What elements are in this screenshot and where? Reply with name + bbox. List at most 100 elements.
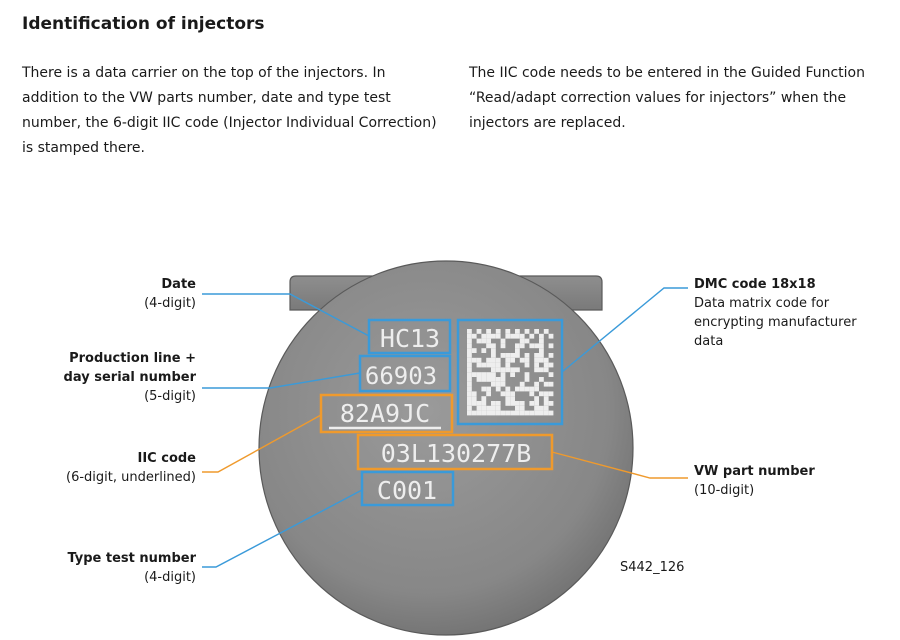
- data-matrix-module: [467, 377, 472, 382]
- data-matrix-module: [519, 338, 525, 344]
- data-matrix-module: [486, 372, 491, 377]
- data-matrix-module: [534, 343, 539, 349]
- data-matrix-module: [495, 329, 501, 334]
- data-matrix-module: [519, 333, 525, 339]
- data-matrix-module: [524, 410, 530, 416]
- data-matrix-module: [467, 343, 472, 349]
- data-matrix-module: [529, 386, 535, 392]
- data-matrix-module: [510, 372, 515, 377]
- data-matrix-module: [500, 367, 506, 373]
- intro-paragraph-left: There is a data carrier on the top of th…: [22, 65, 437, 156]
- data-matrix-module: [539, 391, 544, 397]
- data-matrix-module: [471, 348, 477, 353]
- data-matrix-module: [491, 367, 496, 373]
- data-matrix-module: [543, 381, 549, 387]
- data-matrix-module: [515, 348, 520, 353]
- data-matrix-module: [500, 410, 506, 416]
- data-matrix-module: [539, 343, 544, 349]
- data-matrix-module: [510, 410, 515, 416]
- data-matrix-module: [543, 362, 549, 368]
- data-matrix-module: [524, 353, 530, 358]
- data-matrix-module: [491, 381, 496, 387]
- data-matrix-module: [548, 401, 554, 406]
- part-number-label-sub: (10-digit): [694, 483, 755, 498]
- stamp-production: 66903: [365, 362, 437, 390]
- dmc-label-sub-2: encrypting manufacturer: [694, 315, 857, 330]
- data-matrix-module: [539, 377, 544, 382]
- data-matrix-module: [467, 357, 472, 363]
- data-matrix-module: [471, 333, 477, 339]
- data-matrix-module: [543, 357, 549, 363]
- data-matrix-module: [500, 338, 506, 344]
- data-matrix-module: [539, 405, 544, 411]
- data-matrix-module: [491, 405, 496, 411]
- data-matrix-module: [548, 381, 554, 387]
- data-matrix-module: [500, 377, 506, 382]
- data-matrix-module: [471, 410, 477, 416]
- iic-label: IIC code (6-digit, underlined): [66, 449, 196, 487]
- data-matrix-module: [515, 386, 520, 392]
- date-label-sub: (4-digit): [144, 296, 196, 311]
- data-matrix-module: [486, 333, 491, 339]
- data-matrix-module: [505, 362, 511, 368]
- data-matrix-module: [524, 372, 530, 377]
- data-matrix-module: [505, 367, 511, 373]
- data-matrix-module: [543, 396, 549, 401]
- data-matrix-module: [534, 353, 539, 358]
- data-matrix-module: [510, 367, 515, 373]
- type-test-leader-line: [202, 489, 363, 568]
- stamp-part-number: 03L130277B: [381, 439, 532, 468]
- data-matrix-module: [495, 405, 501, 411]
- data-matrix-module: [471, 396, 477, 401]
- data-matrix-module: [534, 357, 539, 363]
- dmc-label-sub-3: data: [694, 334, 724, 349]
- data-matrix-module: [476, 405, 482, 411]
- production-label: Production line + day serial number (5-d…: [64, 349, 196, 406]
- data-matrix-module: [505, 353, 511, 358]
- data-matrix-module: [495, 377, 501, 382]
- data-matrix-module: [534, 401, 539, 406]
- data-matrix-module: [534, 367, 539, 373]
- data-matrix-module: [505, 333, 511, 339]
- data-matrix-module: [486, 357, 491, 363]
- data-matrix-module: [471, 372, 477, 377]
- data-matrix-module: [505, 357, 511, 363]
- data-matrix-module: [481, 372, 487, 377]
- data-matrix-module: [543, 329, 549, 334]
- data-matrix-module: [543, 405, 549, 411]
- data-matrix-module: [491, 372, 496, 377]
- data-matrix-module: [476, 401, 482, 406]
- data-matrix-module: [500, 381, 506, 387]
- data-matrix-module: [486, 377, 491, 382]
- data-matrix-module: [519, 381, 525, 387]
- data-matrix-module: [495, 410, 501, 416]
- dmc-label-sub-1: Data matrix code for: [694, 296, 830, 311]
- data-matrix-module: [534, 386, 539, 392]
- data-matrix-module: [495, 362, 501, 368]
- iic-leader-line: [202, 414, 322, 473]
- stamp-iic: 82A9JC: [340, 399, 430, 428]
- data-matrix-module: [467, 386, 472, 392]
- data-matrix-module: [519, 405, 525, 411]
- data-matrix-module: [481, 410, 487, 416]
- data-matrix-module: [534, 381, 539, 387]
- data-matrix-module: [505, 401, 511, 406]
- data-matrix-module: [529, 401, 535, 406]
- dmc-label: DMC code 18x18 Data matrix code for encr…: [694, 275, 857, 351]
- data-matrix-module: [505, 386, 511, 392]
- data-matrix-module: [515, 343, 520, 349]
- data-matrix-module: [486, 410, 491, 416]
- iic-box: [319, 393, 454, 434]
- data-matrix-module: [500, 353, 506, 358]
- data-matrix-module: [539, 357, 544, 363]
- data-matrix-module: [519, 343, 525, 349]
- data-matrix-module: [519, 386, 525, 392]
- data-matrix-module: [486, 405, 491, 411]
- data-matrix-module: [467, 367, 472, 373]
- data-matrix-module: [534, 396, 539, 401]
- date-box: [367, 318, 452, 355]
- data-matrix-module: [481, 333, 487, 339]
- type-test-box: [360, 470, 455, 507]
- data-matrix-module: [500, 391, 506, 397]
- data-matrix-module: [548, 362, 554, 368]
